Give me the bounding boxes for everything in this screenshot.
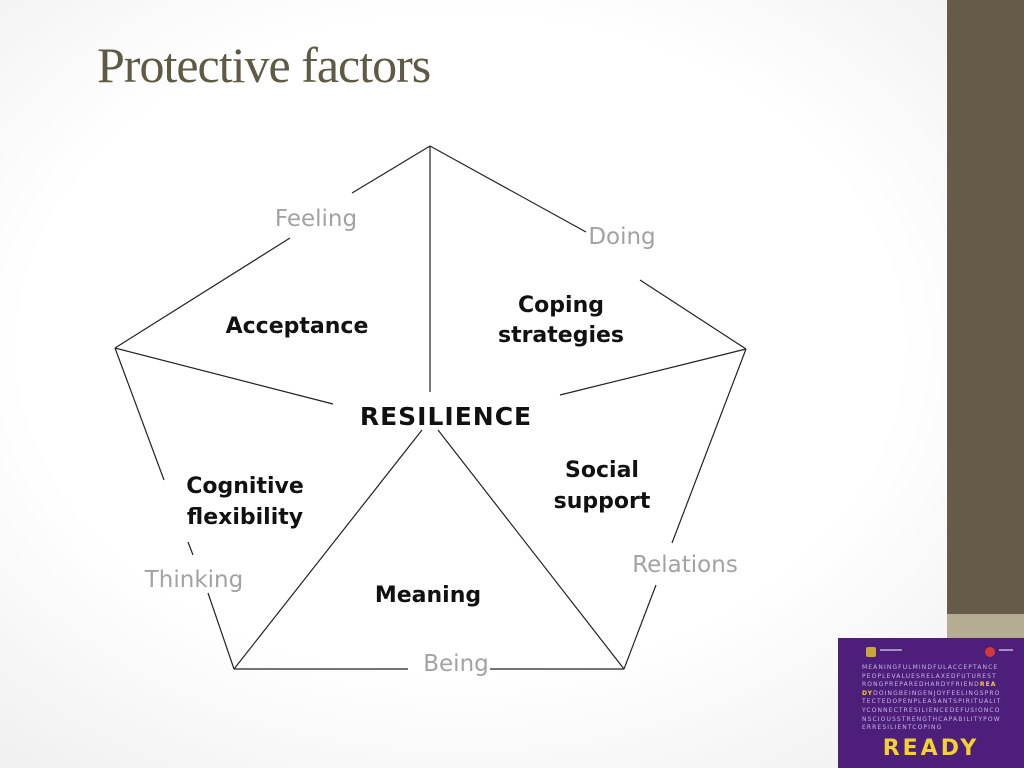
edge-top-right-lower bbox=[639, 279, 747, 350]
crest-icon bbox=[866, 647, 876, 657]
label-coping-line1: Coping bbox=[518, 293, 604, 318]
label-coping-line2: strategies bbox=[498, 323, 624, 348]
slide-title: Protective factors bbox=[97, 37, 431, 93]
logo-label: READY bbox=[882, 736, 980, 761]
label-resilience: RESILIENCE bbox=[360, 402, 532, 431]
label-acceptance: Acceptance bbox=[226, 314, 369, 339]
label-cognitive-line2: flexibility bbox=[187, 505, 303, 530]
label-meaning: Meaning bbox=[375, 583, 481, 608]
edge-top-left-upper bbox=[351, 145, 431, 194]
edge-top-left-lower bbox=[114, 237, 291, 349]
logo-text-bar bbox=[999, 649, 1013, 651]
heart-icon bbox=[985, 647, 995, 657]
logo-text-bar bbox=[880, 649, 902, 651]
spoke-left bbox=[114, 347, 334, 405]
label-cognitive-line1: Cognitive bbox=[186, 474, 304, 499]
label-feeling: Feeling bbox=[275, 206, 357, 232]
label-social-line2: support bbox=[554, 489, 651, 514]
logo-word-grid: MEANINGFULMINDFULACCEPTANCEPEOPLEVALUESR… bbox=[862, 664, 1002, 732]
side-bar bbox=[947, 0, 1024, 614]
label-thinking: Thinking bbox=[144, 567, 243, 593]
label-doing: Doing bbox=[588, 224, 655, 250]
edge-left-lower bbox=[207, 592, 235, 670]
spoke-right bbox=[559, 348, 747, 396]
label-being: Being bbox=[423, 651, 489, 677]
spoke-bottom-left bbox=[233, 429, 423, 670]
resilience-diagram: Feeling Doing Relations Being Thinking A… bbox=[114, 145, 747, 677]
label-relations: Relations bbox=[632, 552, 738, 578]
side-bar-accent bbox=[947, 614, 1024, 638]
spoke-bottom-right bbox=[437, 429, 625, 670]
edge-left-mid bbox=[187, 541, 194, 556]
label-social-line1: Social bbox=[565, 458, 639, 483]
edge-left-upper bbox=[114, 347, 165, 481]
edge-right-lower bbox=[623, 584, 657, 670]
edge-right-upper bbox=[671, 348, 747, 544]
edge-top-right-upper bbox=[429, 145, 587, 233]
ready-logo: MEANINGFULMINDFULACCEPTANCEPEOPLEVALUESR… bbox=[838, 638, 1024, 768]
